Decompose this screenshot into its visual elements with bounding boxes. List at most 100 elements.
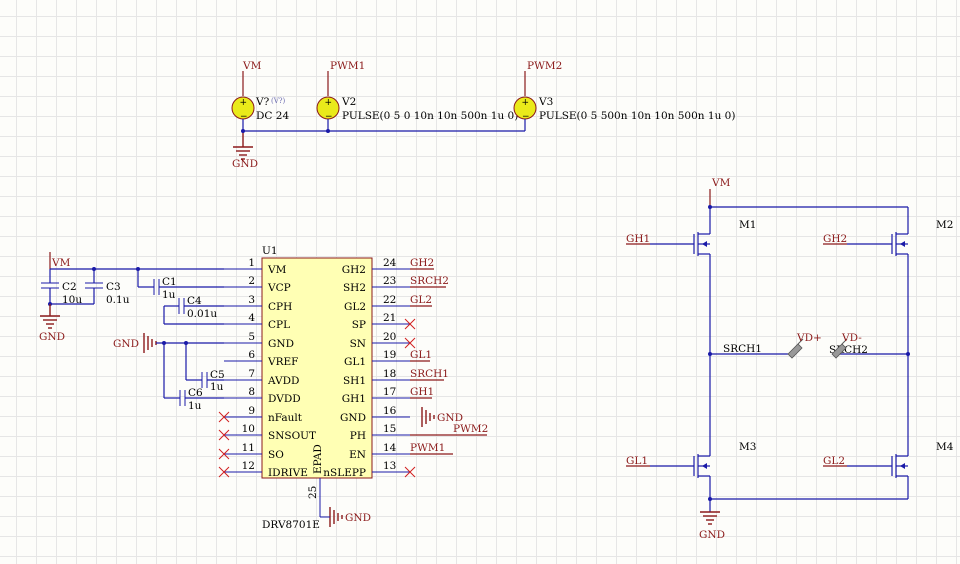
- cap-value: 1u: [210, 381, 224, 393]
- svg-text:+: +: [325, 98, 333, 108]
- pin-name: SH2: [343, 282, 366, 294]
- cap-ref: C6: [188, 387, 203, 399]
- net-label: PWM2: [453, 423, 488, 435]
- source-value: PULSE(0 5 500n 10n 10n 500n 1u 0): [539, 110, 735, 122]
- cap-value: 1u: [162, 289, 176, 301]
- cap-value: 0.1u: [106, 294, 130, 306]
- net-label: GL1: [410, 349, 432, 361]
- pin-number: 6: [248, 349, 255, 361]
- gate-net-label: GH2: [823, 233, 847, 245]
- probe-vd-plus[interactable]: VD+: [787, 332, 822, 359]
- net-label-gnd-pin5: GND: [113, 338, 139, 350]
- pin-name: SN: [350, 338, 366, 350]
- probe-label: VD+: [796, 332, 822, 344]
- net-label-srch1: SRCH1: [723, 343, 762, 355]
- net-label-gnd: GND: [437, 412, 463, 424]
- net-label: SRCH2: [410, 275, 449, 287]
- cap-ref: C3: [106, 281, 121, 293]
- source-value: PULSE(0 5 0 10n 10n 500n 1u 0): [342, 110, 518, 122]
- pin-number: 24: [383, 257, 397, 269]
- cap-c5[interactable]: C5 1u: [186, 369, 225, 393]
- pin-number: 14: [383, 442, 397, 454]
- cap-c6[interactable]: C6 1u: [164, 387, 224, 412]
- mosfet-ref: M3: [739, 441, 756, 453]
- net-label: GH1: [410, 386, 434, 398]
- pin-name: GND: [340, 412, 366, 424]
- mosfet-m3[interactable]: GL1 M3: [626, 441, 756, 478]
- pin-name: nSLEPP: [323, 467, 366, 479]
- net-label-vm-bridge: VM: [711, 177, 731, 189]
- svg-text:−: −: [522, 112, 530, 122]
- net-label: GH2: [410, 257, 434, 269]
- h-bridge[interactable]: VM GND SRCH1 SRCH2 VD+ VD-: [626, 177, 954, 541]
- net-label: GL2: [410, 294, 432, 306]
- pin-name: EN: [349, 449, 366, 461]
- driver-ic[interactable]: U1 DRV8701E EPAD 25 VM: [218, 245, 488, 531]
- pin-name: SNSOUT: [268, 430, 316, 442]
- pin-number: 3: [248, 294, 255, 306]
- net-label-pwm2-top: PWM2: [527, 60, 562, 72]
- svg-text:+: +: [240, 98, 248, 108]
- source-ref-extra: (V?): [271, 97, 286, 105]
- pin-name: GH1: [342, 393, 366, 405]
- ic-epad-label: EPAD: [312, 444, 324, 474]
- source-ref: V3: [538, 96, 553, 108]
- cap-c1[interactable]: C1 1u: [137, 269, 224, 301]
- cap-ref: C5: [210, 369, 225, 381]
- cap-value: 0.01u: [187, 308, 217, 320]
- mosfet-m1[interactable]: GH1 M1: [626, 219, 756, 256]
- pin-number: 12: [242, 460, 255, 472]
- cap-c4[interactable]: C4 0.01u: [163, 295, 224, 325]
- mosfet-m2[interactable]: GH2 M2: [823, 219, 953, 256]
- pin-number: 20: [383, 331, 396, 343]
- pin-number-epad: 25: [307, 486, 319, 499]
- mosfet-ref: M1: [739, 219, 756, 231]
- net-label: PWM1: [410, 442, 445, 454]
- pin-name: SP: [352, 319, 366, 331]
- svg-text:+: +: [522, 98, 530, 108]
- pin-name: PH: [350, 430, 366, 442]
- pin-name: SO: [268, 449, 284, 461]
- ic-right-pin-numbers: 24 23 22 21 20 19 18 17 16 15 14 13: [383, 257, 397, 472]
- pin-number: 7: [248, 368, 255, 380]
- probe-label: VD-: [841, 332, 862, 344]
- pin-number: 5: [248, 331, 255, 343]
- ic-right-net-labels: GH2 SRCH2 GL2 GL1 SRCH1 GH1 PWM2 PWM1: [410, 257, 488, 455]
- pin-name: VCP: [267, 282, 291, 294]
- mosfet-m4[interactable]: GL2 M4: [823, 441, 954, 478]
- net-label-gnd-top: GND: [232, 158, 258, 170]
- source-ref: V?: [255, 96, 270, 108]
- vm-input-network[interactable]: VM C2 10u C3 0.1u GND: [39, 252, 224, 343]
- pin-name: IDRIVE: [268, 467, 308, 479]
- source-v1[interactable]: + − VM V? (V?) DC 24 GND: [231, 60, 289, 170]
- cap-ref: C2: [62, 281, 77, 293]
- no-connect-marks: [218, 318, 416, 478]
- pin-number: 16: [383, 405, 397, 417]
- gate-net-label: GL2: [823, 455, 845, 467]
- svg-text:−: −: [325, 112, 333, 122]
- source-v3[interactable]: + − PWM2 V3 PULSE(0 5 500n 10n 10n 500n …: [513, 60, 735, 122]
- gnd-symbol-epad: GND: [320, 507, 371, 527]
- gnd-symbol-pin16: GND: [421, 407, 463, 427]
- pin-number: 21: [383, 312, 396, 324]
- source-v2[interactable]: + − PWM1 V2 PULSE(0 5 0 10n 10n 500n 1u …: [316, 60, 518, 122]
- cap-value: 1u: [188, 400, 202, 412]
- ic-part: DRV8701E: [262, 519, 320, 531]
- probe-vd-minus[interactable]: VD-: [831, 332, 862, 359]
- pin-name: SH1: [343, 375, 366, 387]
- pin-number: 8: [248, 386, 255, 398]
- mosfet-ref: M2: [936, 219, 953, 231]
- pin-number: 22: [383, 294, 396, 306]
- pin-number: 1: [248, 257, 255, 269]
- ic-left-pin-names: VM VCP CPH CPL GND VREF AVDD DVDD nFault…: [267, 264, 316, 479]
- net-label-gnd-left: GND: [39, 331, 65, 343]
- pin-number: 18: [383, 368, 396, 380]
- pin-name: AVDD: [267, 375, 299, 387]
- gnd-node-left[interactable]: GND: [113, 333, 224, 398]
- ic-ref: U1: [262, 245, 278, 257]
- net-label-gnd: GND: [345, 512, 371, 524]
- mosfet-ref: M4: [936, 441, 954, 453]
- wire-source-ground-bus[interactable]: [241, 119, 526, 133]
